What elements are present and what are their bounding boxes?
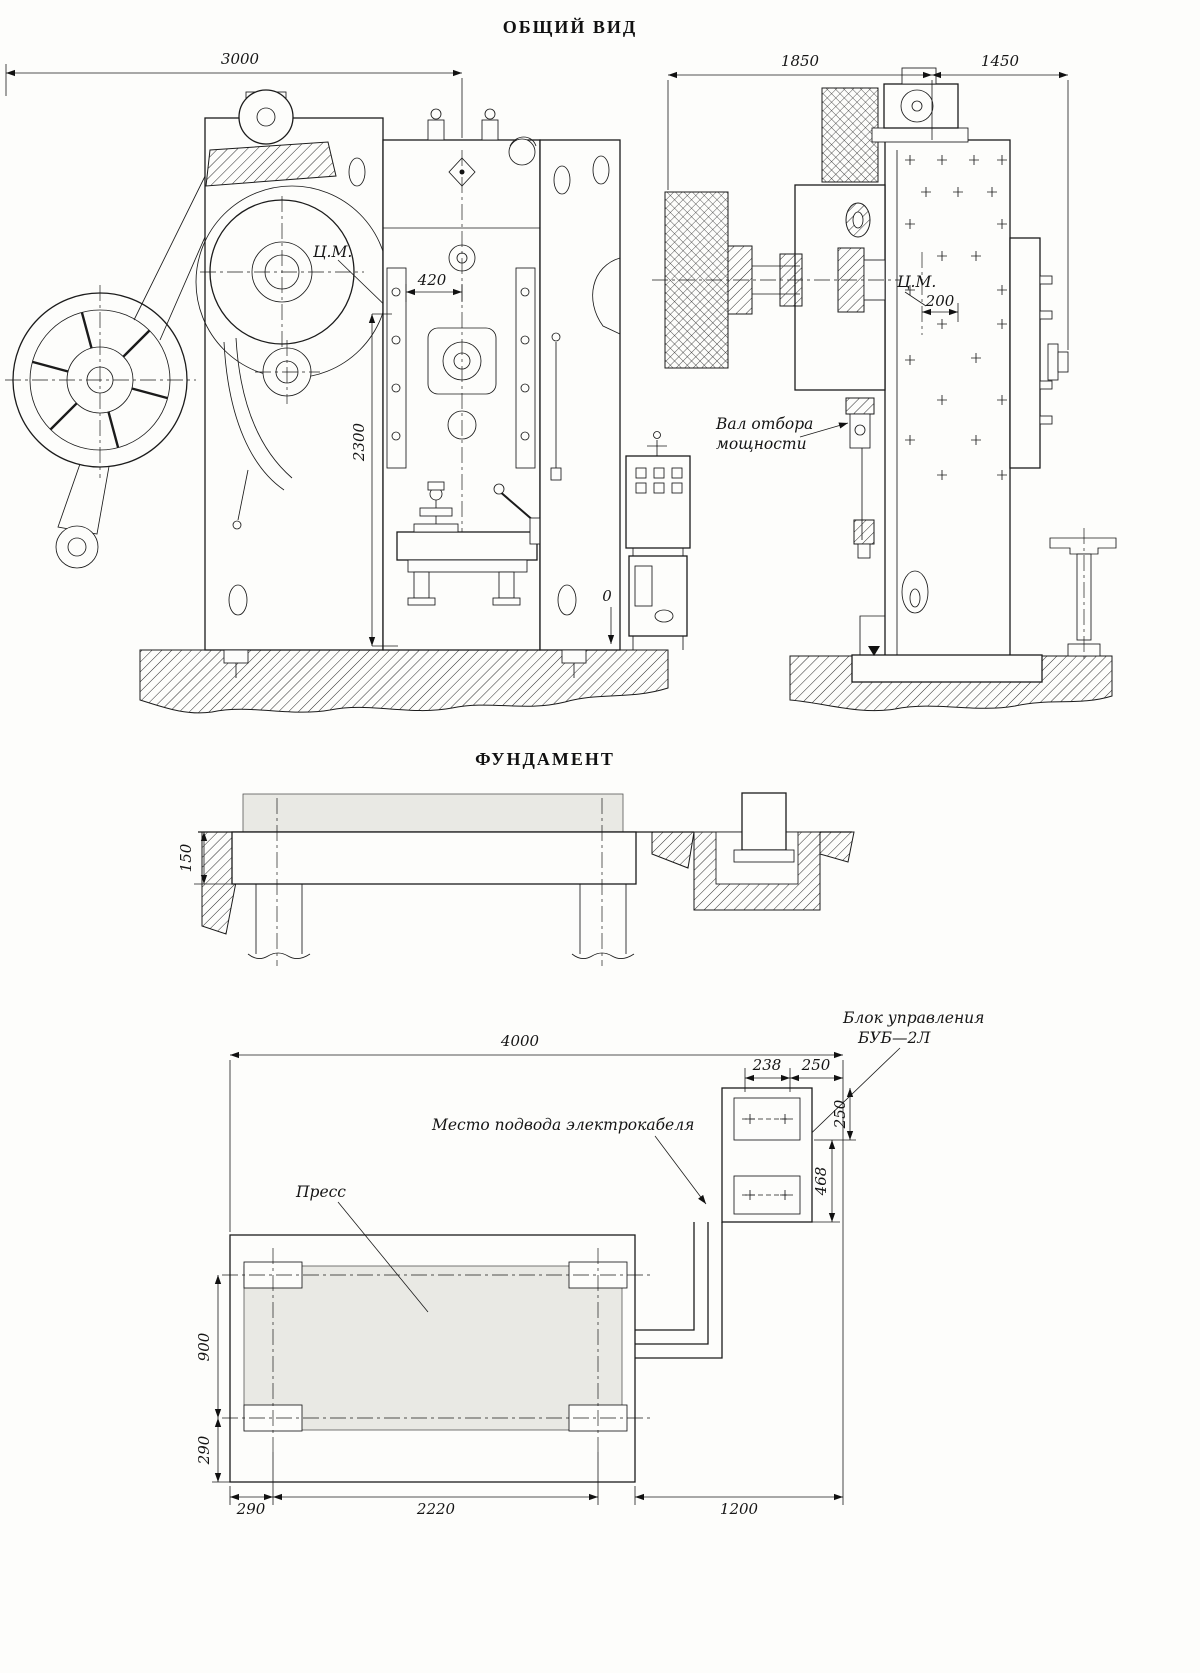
label-cable-entry: Место подвода электрокабеля — [431, 1116, 694, 1134]
ground-hatch-side — [789, 655, 1113, 712]
label-cm-side: Ц.М. — [897, 273, 936, 291]
side-dimensions: 1850 1450 Ц.М. 200 Вал отбора мощности — [667, 52, 1069, 453]
front-view: 3000 420 2300 Ц.М. 0 — [5, 50, 691, 714]
foundation-slab — [231, 831, 637, 885]
label-control-block-line1: Блок управления — [842, 1009, 984, 1027]
label-press: Пресс — [295, 1183, 346, 1201]
dim-150: 150 — [177, 843, 195, 872]
anchor-mark — [868, 646, 880, 656]
front-dimensions: 3000 420 2300 Ц.М. 0 — [5, 50, 615, 647]
dim-900: 900 — [195, 1332, 213, 1361]
belt-guard-side — [821, 87, 879, 183]
pto-and-slide — [845, 397, 929, 656]
machine-body-side — [884, 139, 1011, 663]
dim-468: 468 — [812, 1167, 830, 1197]
crank-flywheel-side — [652, 184, 900, 391]
control-block — [721, 1087, 813, 1223]
guide-rail-left — [386, 267, 407, 469]
foundation-plan: 4000 Блок управления БУБ—2Л 238 250 250 … — [195, 1009, 984, 1518]
cable-duct — [635, 1222, 723, 1359]
dim-1450: 1450 — [981, 52, 1020, 70]
motor-assembly-side — [821, 67, 969, 183]
press-center-column — [382, 108, 549, 651]
bolt-cross-marks — [905, 155, 1007, 480]
dim-420: 420 — [417, 271, 447, 289]
support-stand — [1049, 528, 1117, 662]
bolster-table — [396, 531, 538, 561]
press-leader — [337, 1201, 429, 1313]
cable-leader — [654, 1135, 707, 1205]
control-pedestal — [625, 431, 691, 650]
pto-shaft — [845, 397, 875, 415]
brake-band — [223, 337, 293, 491]
pit-column — [741, 792, 787, 851]
dim-2220: 2220 — [416, 1500, 456, 1518]
foundation-title: ФУНДАМЕНТ — [475, 749, 615, 769]
dim-238: 238 — [752, 1056, 782, 1074]
dim-3000: 3000 — [221, 50, 260, 68]
dim-250-right: 250 — [831, 1099, 849, 1129]
flywheel-assembly — [5, 285, 196, 569]
dim-290-bottom: 290 — [236, 1500, 266, 1518]
general-view-title: ОБЩИЙ ВИД — [503, 16, 638, 37]
dim-1850: 1850 — [781, 52, 820, 70]
dim-4000: 4000 — [500, 1032, 540, 1050]
press-plan-outline — [222, 1234, 650, 1483]
dim-250-top: 250 — [801, 1056, 831, 1074]
press-base-above — [242, 793, 624, 833]
dim-2300: 2300 — [350, 422, 368, 462]
foundation-section: ФУНДАМЕНТ 150 — [177, 749, 855, 966]
dim-200: 200 — [925, 292, 955, 310]
pier-break-lines — [247, 952, 635, 959]
label-pto-line2: мощности — [716, 435, 807, 453]
dim-290-left: 290 — [195, 1435, 213, 1465]
label-control-block-line2: БУБ—2Л — [857, 1029, 931, 1047]
base-plate-side — [851, 654, 1043, 683]
press-right-column — [539, 139, 621, 651]
press-bed-plan — [243, 1265, 623, 1431]
label-zero-level: 0 — [602, 587, 612, 605]
dim-1200: 1200 — [720, 1500, 759, 1518]
side-face-plate — [1009, 237, 1041, 469]
label-cm-front: Ц.М. — [313, 243, 352, 261]
flywheel-spokes — [32, 312, 168, 448]
label-pto-line1: Вал отбора — [715, 415, 813, 433]
belt-guard-hatch — [205, 141, 337, 187]
ground-hatch-front — [139, 649, 669, 714]
guide-rail-right — [515, 267, 536, 469]
side-view: 1850 1450 Ц.М. 200 Вал отбора мощности — [652, 52, 1117, 712]
press-left-housing — [195, 89, 397, 651]
